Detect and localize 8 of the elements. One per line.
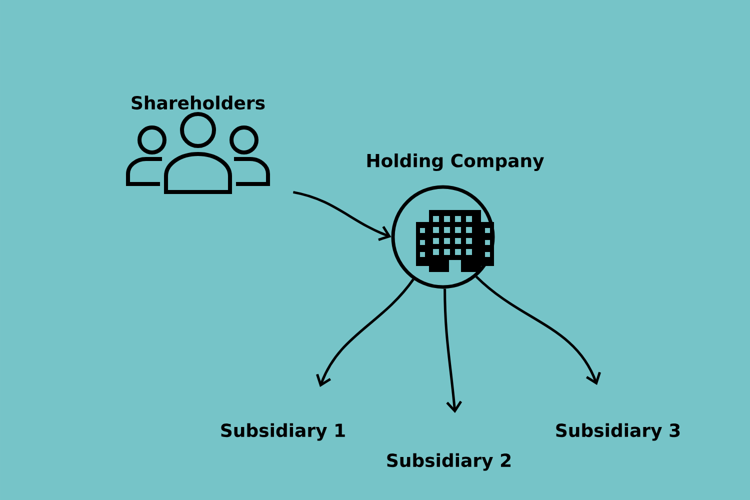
node-label: Holding Company	[367, 153, 544, 172]
label-text: Subsidiary 2	[387, 453, 511, 471]
label-text: Subsidiary 1	[221, 423, 345, 441]
arrow	[292, 190, 392, 241]
arrow	[475, 276, 601, 386]
arrow	[444, 288, 462, 414]
arrow	[316, 278, 414, 388]
label-text: Subsidiary 3	[556, 423, 680, 441]
